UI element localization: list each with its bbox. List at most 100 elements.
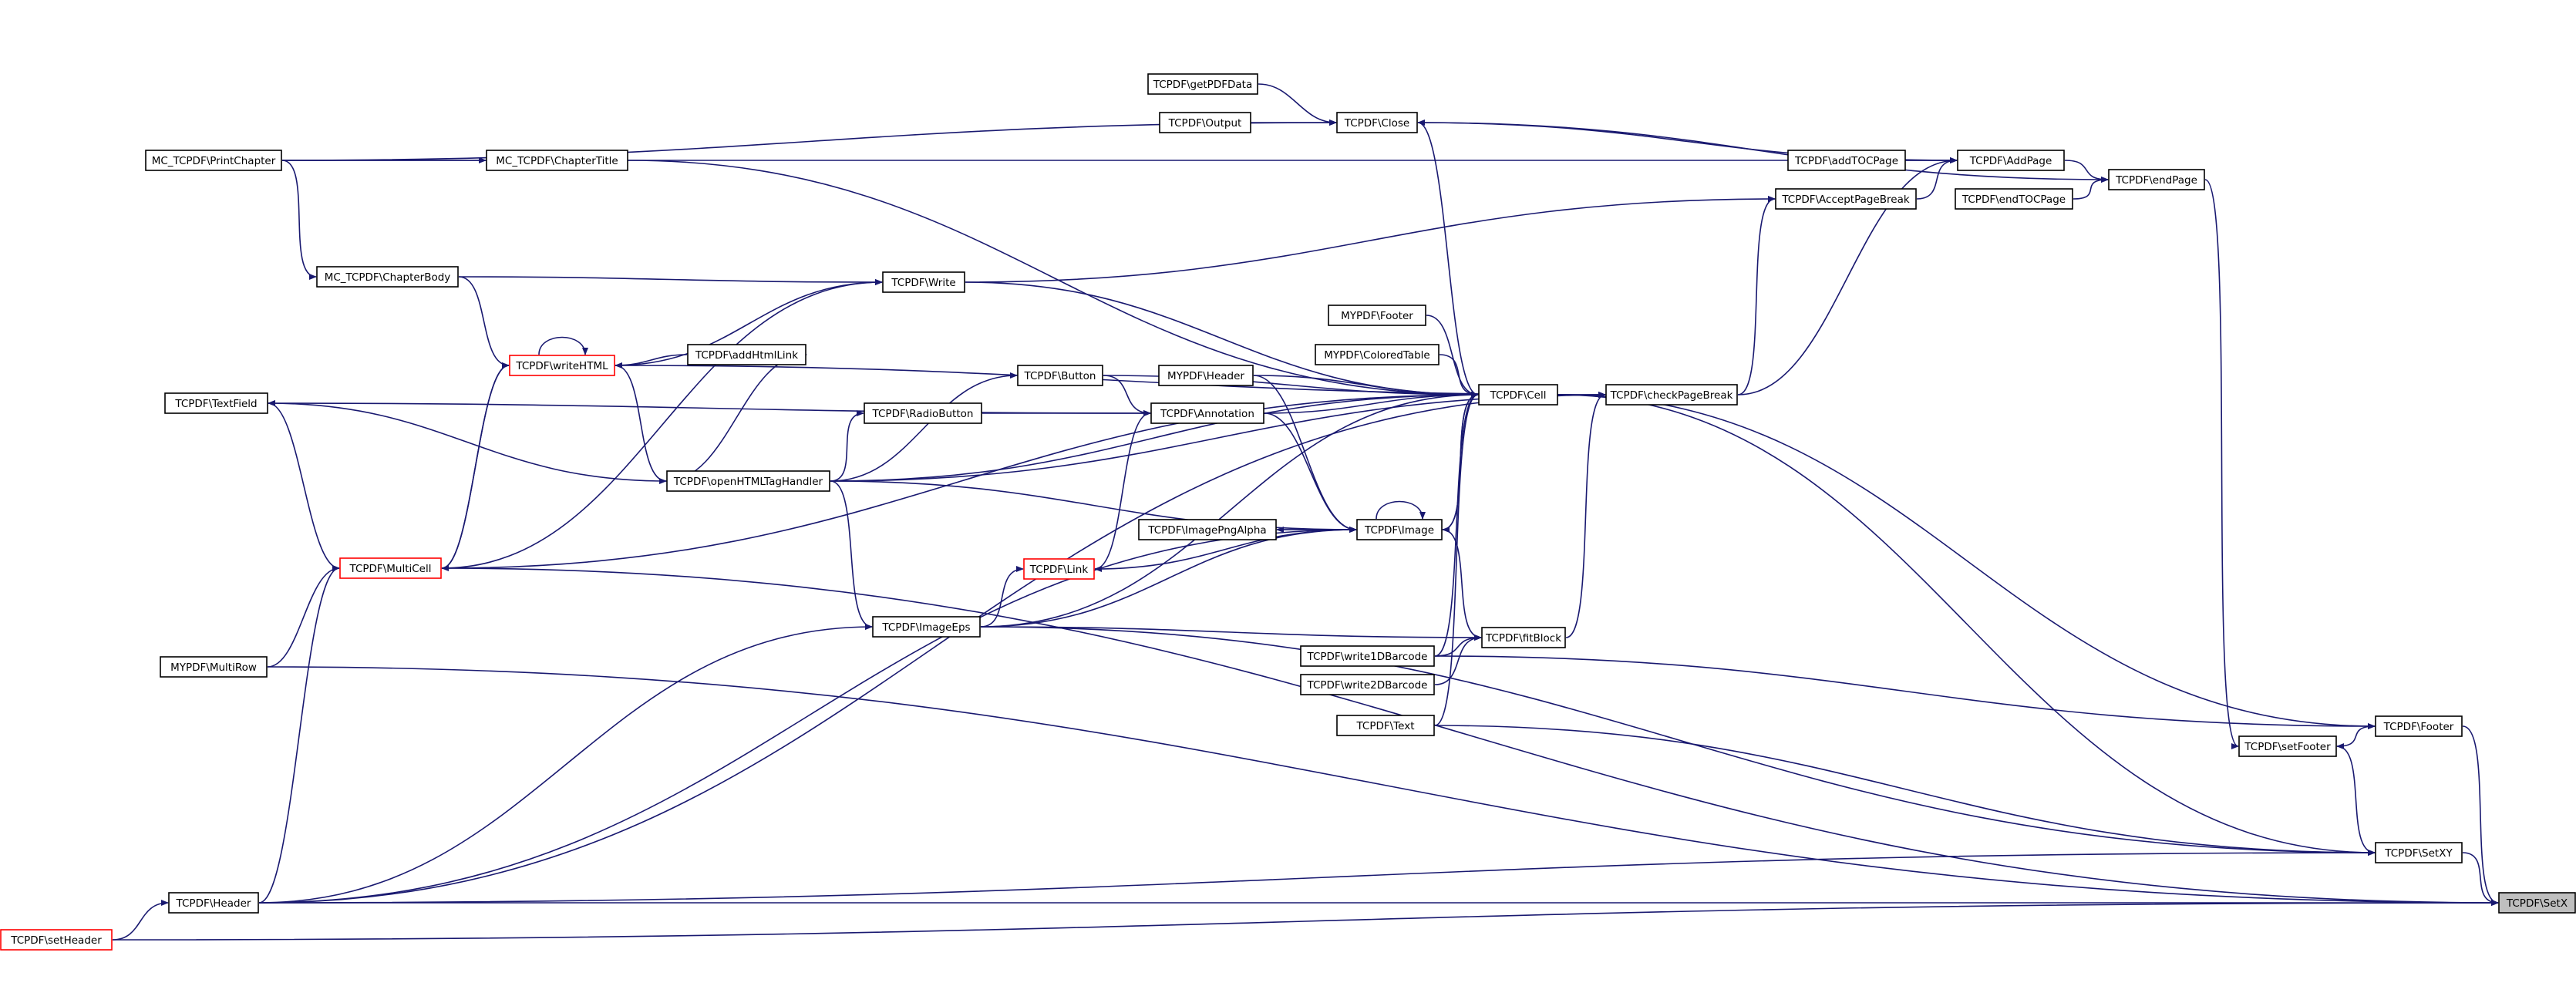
node-openhtmltaghandler[interactable]: TCPDF\openHTMLTagHandler xyxy=(666,470,830,492)
edge-addpage-to-endpage xyxy=(2064,160,2109,183)
node-setxy[interactable]: TCPDF\SetXY xyxy=(2375,842,2463,863)
edge-openhtmltaghandler-to-button xyxy=(830,372,1018,482)
edge-openhtmltaghandler-to-cell xyxy=(830,392,1479,482)
node-box xyxy=(1775,188,1917,210)
node-label: TCPDF\write2DBarcode xyxy=(1306,679,1427,692)
node-addhtmllink[interactable]: TCPDF\addHtmlLink xyxy=(687,344,806,365)
edge-acceptpagebreak-to-addpage xyxy=(1916,157,1958,200)
node-box xyxy=(1957,150,2065,171)
node-label: TCPDF\RadioButton xyxy=(872,408,974,420)
node-label: TCPDF\MultiCell xyxy=(349,563,432,575)
node-label: TCPDF\Button xyxy=(1024,370,1096,382)
node-label: TCPDF\ImagePngAlpha xyxy=(1147,524,1266,537)
node-box xyxy=(1315,344,1440,365)
node-label: TCPDF\AcceptPageBreak xyxy=(1781,194,1910,206)
node-label: TCPDF\addHtmlLink xyxy=(695,349,798,362)
edge-openhtmltaghandler-to-textfield xyxy=(268,400,667,482)
edge-endpage-to-setfooter xyxy=(2204,179,2239,749)
edge-fitblock-to-checkpagebreak xyxy=(1565,392,1606,638)
node-output[interactable]: TCPDF\Output xyxy=(1159,112,1251,133)
node-label: TCPDF\write1DBarcode xyxy=(1306,651,1427,663)
node-write2dbarcode[interactable]: TCPDF\write2DBarcode xyxy=(1300,674,1435,695)
node-multicell[interactable]: TCPDF\MultiCell xyxy=(339,557,442,579)
edge-checkpagebreak-to-addpage xyxy=(1737,157,1958,395)
node-printchapter[interactable]: MC_TCPDF\PrintChapter xyxy=(145,150,282,171)
node-endtocpage[interactable]: TCPDF\endTOCPage xyxy=(1955,188,2073,210)
edge-writehtml-to-write xyxy=(615,279,883,366)
node-checkpagebreak[interactable]: TCPDF\checkPageBreak xyxy=(1605,384,1738,406)
node-addpage[interactable]: TCPDF\AddPage xyxy=(1957,150,2065,171)
edge-openhtmltaghandler-to-imageeps xyxy=(830,480,873,630)
node-header[interactable]: TCPDF\Header xyxy=(168,892,259,914)
node-label: TCPDF\endTOCPage xyxy=(1961,194,2066,206)
node-box xyxy=(164,392,268,414)
node-cell[interactable]: TCPDF\Cell xyxy=(1478,384,1558,406)
node-setx[interactable]: TCPDF\SetX xyxy=(2498,892,2576,914)
node-myfooter[interactable]: MYPDF\Footer xyxy=(1328,305,1426,326)
node-box xyxy=(1150,402,1264,424)
edge-write1dbarcode-to-footer xyxy=(1434,655,2376,729)
node-acceptpagebreak[interactable]: TCPDF\AcceptPageBreak xyxy=(1775,188,1917,210)
node-close[interactable]: TCPDF\Close xyxy=(1336,112,1418,133)
edge-imageeps-to-setxy xyxy=(980,626,2376,856)
node-label: TCPDF\checkPageBreak xyxy=(1610,389,1733,402)
node-setfooter[interactable]: TCPDF\setFooter xyxy=(2238,735,2337,757)
node-box xyxy=(2498,892,2576,914)
edge-header-to-image xyxy=(258,527,1357,904)
node-box xyxy=(1336,112,1418,133)
node-label: TCPDF\Link xyxy=(1029,564,1089,576)
node-image[interactable]: TCPDF\Image xyxy=(1356,519,1443,540)
node-box xyxy=(168,892,259,914)
edge-multicell-to-write xyxy=(441,279,883,569)
node-box xyxy=(2108,169,2205,190)
edges xyxy=(112,83,2499,941)
edge-myheader-to-image xyxy=(1253,375,1357,533)
node-label: TCPDF\Cell xyxy=(1490,389,1547,402)
node-label: MYPDF\Header xyxy=(1167,370,1244,382)
node-endpage[interactable]: TCPDF\endPage xyxy=(2108,169,2205,190)
node-box xyxy=(1478,384,1558,406)
edge-write1dbarcode-to-cell xyxy=(1434,392,1479,657)
node-text[interactable]: TCPDF\Text xyxy=(1336,715,1435,736)
node-textfield[interactable]: TCPDF\TextField xyxy=(164,392,268,414)
edge-imageeps-to-image xyxy=(980,527,1357,628)
edge-imageeps-to-cell xyxy=(980,392,1479,628)
edge-multirow-to-setx xyxy=(267,666,2499,906)
edge-myfooter-to-cell xyxy=(1426,315,1479,398)
node-multirow[interactable]: MYPDF\MultiRow xyxy=(160,656,268,678)
node-fitblock[interactable]: TCPDF\fitBlock xyxy=(1481,627,1566,648)
node-radiobutton[interactable]: TCPDF\RadioButton xyxy=(864,402,982,424)
node-write1dbarcode[interactable]: TCPDF\write1DBarcode xyxy=(1300,645,1435,667)
edge-imageeps-to-link xyxy=(980,566,1024,628)
node-coloredtable[interactable]: MYPDF\ColoredTable xyxy=(1315,344,1440,365)
edge-image-to-fitblock xyxy=(1442,529,1482,641)
node-myheader[interactable]: MYPDF\Header xyxy=(1158,365,1254,386)
node-chapterbody[interactable]: MC_TCPDF\ChapterBody xyxy=(316,266,459,288)
node-box xyxy=(1138,519,1277,540)
node-link[interactable]: TCPDF\Link xyxy=(1023,558,1095,580)
node-imagepngalpha[interactable]: TCPDF\ImagePngAlpha xyxy=(1138,519,1277,540)
node-label: MC_TCPDF\ChapterBody xyxy=(325,271,451,284)
node-box xyxy=(145,150,282,171)
edge-header-to-setxy xyxy=(258,850,2376,904)
edge-printchapter-to-chapterbody xyxy=(281,160,317,280)
node-button[interactable]: TCPDF\Button xyxy=(1017,365,1103,386)
node-imageeps[interactable]: TCPDF\ImageEps xyxy=(872,616,981,638)
node-label: TCPDF\AddPage xyxy=(1969,155,2052,167)
node-label: TCPDF\Header xyxy=(176,897,251,910)
node-annotation[interactable]: TCPDF\Annotation xyxy=(1150,402,1264,424)
node-addtocpage[interactable]: TCPDF\addTOCPage xyxy=(1787,150,1906,171)
node-setheader[interactable]: TCPDF\setHeader xyxy=(0,929,113,951)
node-label: TCPDF\ImageEps xyxy=(881,621,970,634)
node-footer[interactable]: TCPDF\Footer xyxy=(2375,715,2463,737)
node-write[interactable]: TCPDF\Write xyxy=(882,271,965,293)
node-label: TCPDF\openHTMLTagHandler xyxy=(673,476,823,488)
node-box xyxy=(1158,365,1254,386)
node-chaptertitle[interactable]: MC_TCPDF\ChapterTitle xyxy=(486,150,628,171)
edge-endtocpage-to-endpage xyxy=(2073,177,2109,200)
node-writehtml[interactable]: TCPDF\writeHTML xyxy=(509,355,615,376)
node-getpdfdata[interactable]: TCPDF\getPDFData xyxy=(1147,73,1258,95)
node-box xyxy=(1328,305,1426,326)
node-label: TCPDF\SetX xyxy=(2506,897,2568,910)
